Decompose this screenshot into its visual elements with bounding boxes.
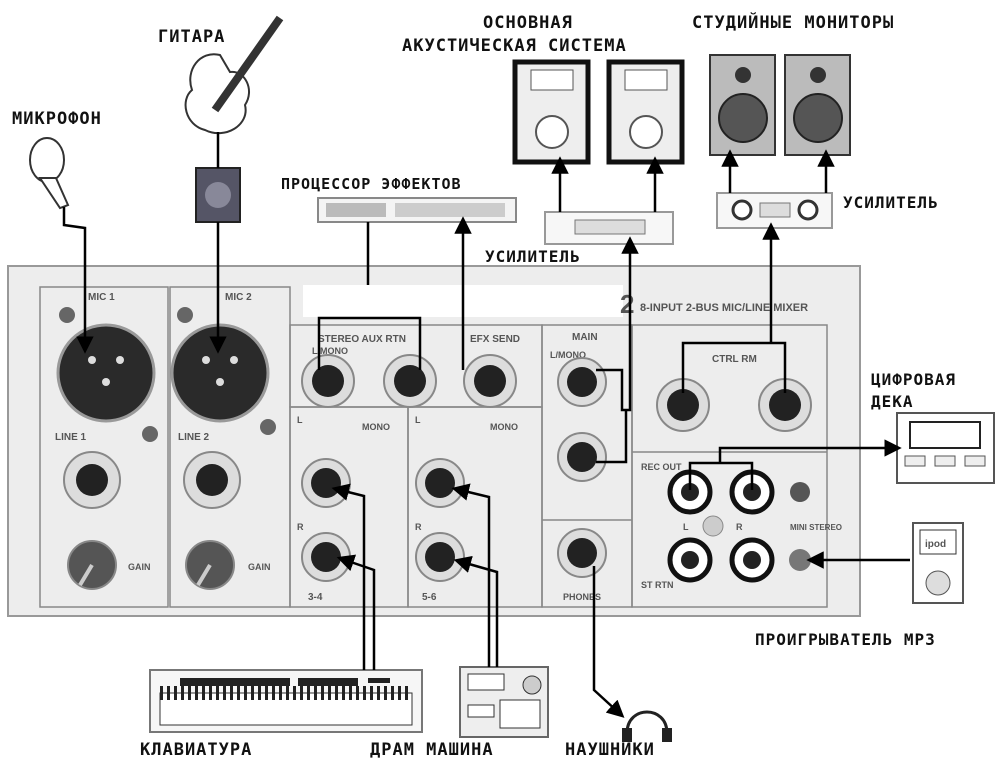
rec-out-l-jack[interactable] xyxy=(681,483,699,501)
mic2-xlr-jack[interactable] xyxy=(170,323,270,423)
line2-jack[interactable] xyxy=(196,464,228,496)
main-label: MAIN xyxy=(572,332,598,343)
phones-jack[interactable] xyxy=(567,538,597,568)
ch34-mono-label: MONO xyxy=(362,422,390,432)
ch56-l-jack[interactable] xyxy=(425,468,455,498)
ch34-label: 3-4 xyxy=(308,592,323,603)
ctrl-rm-r-jack[interactable] xyxy=(769,389,801,421)
st-rtn-l-label: L xyxy=(683,522,689,532)
main-acoustic-label-1: ОСНОВНАЯ xyxy=(483,13,573,33)
mp3-player-label: ПРОИГРЫВАТЕЛЬ МРЗ xyxy=(755,630,936,649)
mixer-title: 8-INPUT 2-BUS MIC/LINE MIXER xyxy=(640,302,808,314)
microphone-label: МИКРОФОН xyxy=(12,109,102,129)
ch34-l-jack[interactable] xyxy=(311,468,341,498)
phones-label: PHONES xyxy=(563,592,601,602)
mp3-player-device: ipod xyxy=(912,522,964,604)
ch34-r-label: R xyxy=(297,522,304,532)
mini-stereo-label: MINI STEREO xyxy=(790,523,842,532)
headphones-label: НАУШНИКИ xyxy=(565,740,655,760)
efx-send-jack[interactable] xyxy=(474,365,506,397)
st-rtn-r-jack[interactable] xyxy=(743,551,761,569)
main-speakers xyxy=(512,59,685,165)
efx-send-label: EFX SEND xyxy=(470,334,520,345)
studio-monitors xyxy=(709,54,851,156)
st-rtn-label: ST RTN xyxy=(641,580,674,590)
ch34-r-jack[interactable] xyxy=(311,542,341,572)
drum-machine-label: ДРАМ МАШИНА xyxy=(370,740,494,760)
ipod-label: ipod xyxy=(925,539,946,550)
digital-deck-device xyxy=(896,412,995,484)
ctrl-rm-label: CTRL RM xyxy=(712,354,757,365)
l-mono-aux-label: L/MONO xyxy=(312,346,348,356)
guitar-device xyxy=(184,15,284,223)
amplifier-left-label: УСИЛИТЕЛЬ xyxy=(485,247,581,266)
ch56-label: 5-6 xyxy=(422,592,437,603)
main-acoustic-label-2: АКУСТИЧЕСКАЯ СИСТЕМА xyxy=(402,36,627,56)
mic1-xlr-jack[interactable] xyxy=(56,323,156,423)
ch34-l-label: L xyxy=(297,415,303,425)
stereo-aux-rtn-label: STEREO AUX RTN xyxy=(318,334,406,345)
mini-stereo-jack[interactable] xyxy=(789,549,811,571)
amplifier-right-label: УСИЛИТЕЛЬ xyxy=(843,193,939,212)
guitar-label: ГИТАРА xyxy=(158,27,225,47)
gain2-label: GAIN xyxy=(248,562,271,572)
ch56-l-label: L xyxy=(415,415,421,425)
keyboard-label: КЛАВИАТУРА xyxy=(140,740,252,760)
main-r-jack[interactable] xyxy=(567,442,597,472)
line1-jack[interactable] xyxy=(76,464,108,496)
cables xyxy=(62,132,910,718)
digital-deck-label-1: ЦИФРОВАЯ xyxy=(871,370,956,389)
st-rtn-r-label: R xyxy=(736,522,743,532)
mini-stereo-top-jack[interactable] xyxy=(790,482,810,502)
st-rtn-l-jack[interactable] xyxy=(681,551,699,569)
keyboard-device xyxy=(149,669,423,733)
studio-monitors-label: СТУДИЙНЫЕ МОНИТОРЫ xyxy=(692,11,894,33)
line2-label: LINE 2 xyxy=(178,432,210,443)
aux-rtn-r-jack[interactable] xyxy=(394,365,426,397)
mixer: 2 8-INPUT 2-BUS MIC/LINE MIXER MIC 1 LIN… xyxy=(7,265,861,617)
microphone-device xyxy=(29,137,70,210)
digital-deck-label-2: ДЕКА xyxy=(871,392,914,411)
mic1-label: MIC 1 xyxy=(88,292,115,303)
effects-processor-label: ПРОЦЕССОР ЭФФЕКТОВ xyxy=(281,175,462,193)
ctrl-rm-l-jack[interactable] xyxy=(667,389,699,421)
mixer-badge: 2 xyxy=(620,289,634,319)
ch56-r-jack[interactable] xyxy=(425,542,455,572)
headphones-device xyxy=(622,710,672,742)
gain1-label: GAIN xyxy=(128,562,151,572)
drum-machine-device xyxy=(459,666,549,738)
ch56-mono-label: MONO xyxy=(490,422,518,432)
aux-rtn-l-jack[interactable] xyxy=(312,365,344,397)
mic2-label: MIC 2 xyxy=(225,292,252,303)
ch56-r-label: R xyxy=(415,522,422,532)
main-l-mono-label: L/MONO xyxy=(550,350,586,360)
line1-label: LINE 1 xyxy=(55,432,87,443)
rec-out-r-jack[interactable] xyxy=(743,483,761,501)
rec-out-label: REC OUT xyxy=(641,462,682,472)
main-l-jack[interactable] xyxy=(567,367,597,397)
